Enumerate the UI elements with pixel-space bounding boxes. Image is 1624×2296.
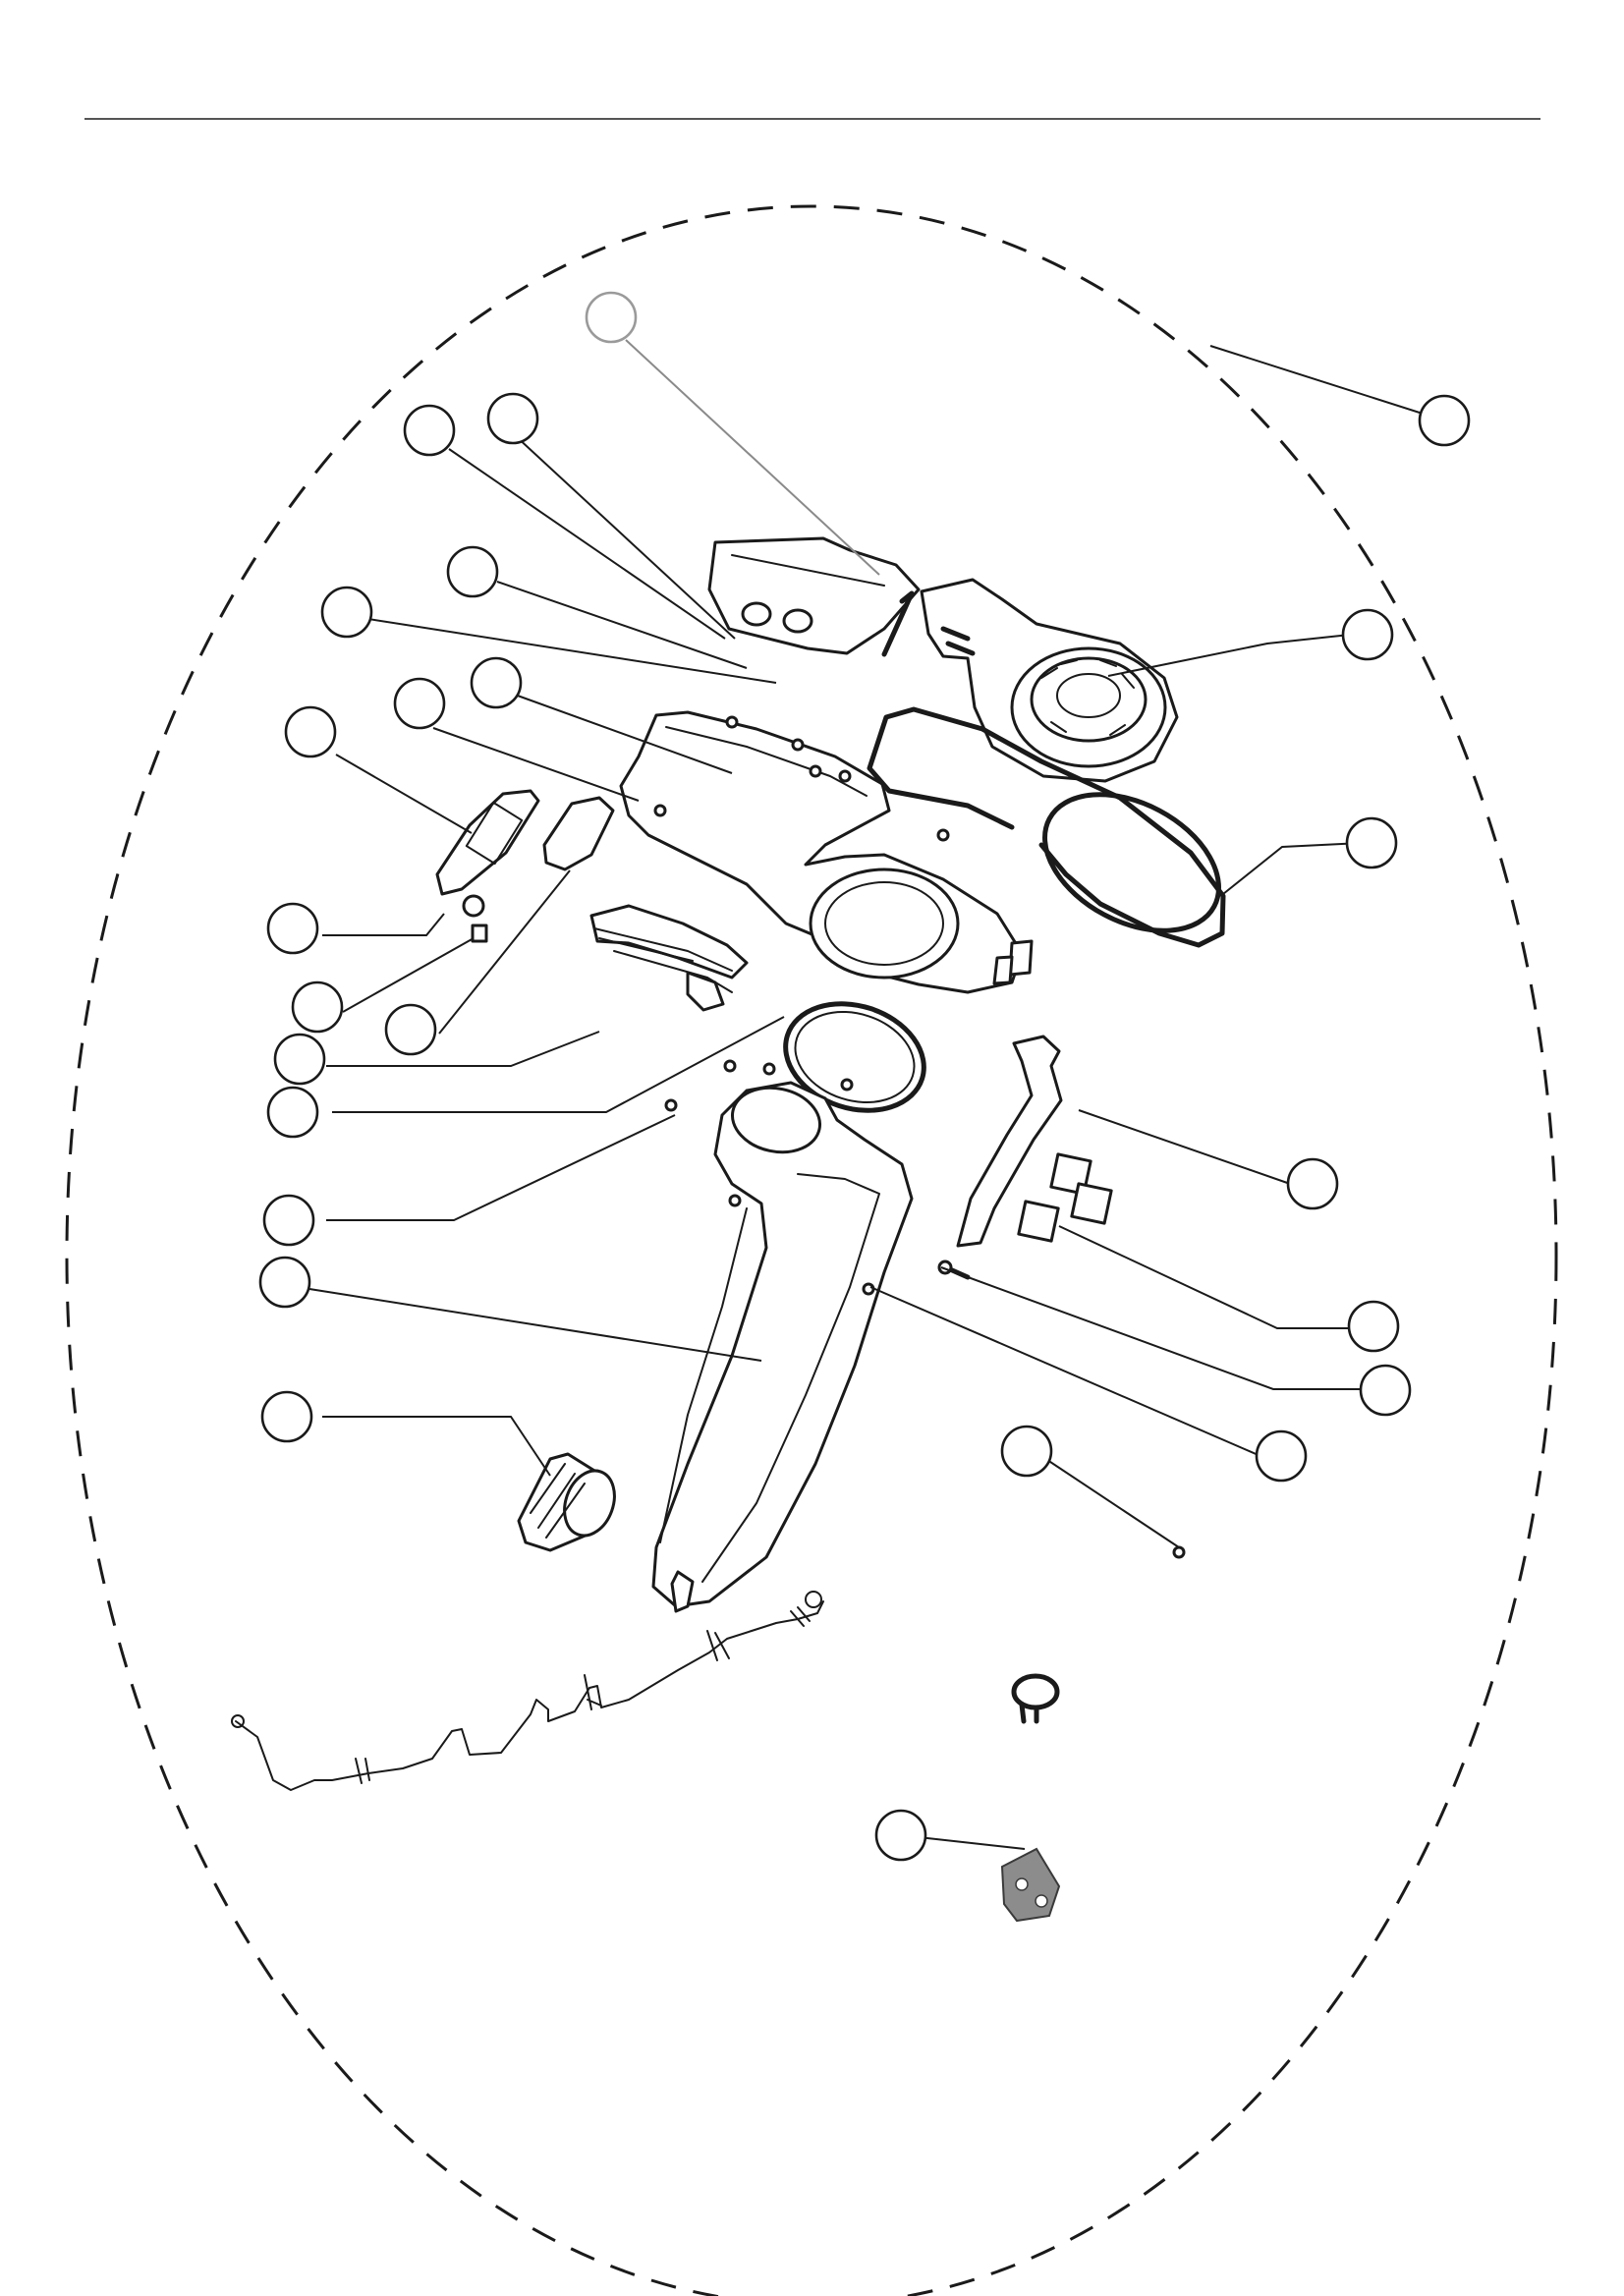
callout-18 [258, 1256, 311, 1309]
condenser-duct-channel [651, 1081, 914, 1613]
callout-12 [266, 902, 319, 955]
control-knob-housing [435, 789, 540, 896]
callout-23 [260, 1390, 313, 1443]
callout-8 [470, 656, 523, 709]
leader-lines [308, 339, 1445, 1850]
callout-7 [1341, 608, 1394, 661]
callout-5 [446, 545, 499, 598]
callout-1 [585, 291, 638, 344]
callout-15 [273, 1033, 326, 1086]
hose-pipe [956, 1035, 1063, 1248]
callout-3 [403, 404, 456, 457]
knob-cap [471, 924, 488, 943]
main-air-duct-housing [619, 710, 1034, 994]
callout-14 [384, 1003, 437, 1056]
callout-16 [266, 1086, 319, 1139]
callout-2 [1418, 394, 1471, 447]
duct-gasket-ring [1042, 792, 1221, 933]
upper-air-duct [707, 536, 921, 657]
callout-21 [1359, 1364, 1412, 1417]
callout-19 [1286, 1157, 1339, 1210]
callout-10 [1345, 816, 1398, 869]
callout-22 [1255, 1429, 1308, 1483]
bellows-connector [517, 1452, 616, 1552]
mounting-bracket [1000, 1847, 1061, 1923]
callout-9 [393, 677, 446, 730]
wire-harness [231, 1591, 824, 1791]
screws [653, 715, 1186, 1559]
callout-25 [874, 1809, 927, 1862]
callout-20 [1347, 1300, 1400, 1353]
knob-cover [542, 796, 615, 871]
callout-11 [284, 705, 337, 758]
callout-24 [1000, 1425, 1053, 1478]
fan-seal-ring [783, 1001, 926, 1113]
label-pads [1017, 1152, 1113, 1243]
callout-17 [262, 1194, 315, 1247]
callout-4 [486, 392, 539, 445]
callout-6 [320, 586, 373, 639]
callout-13 [291, 980, 344, 1034]
small-knob [462, 894, 485, 918]
heater-element [589, 904, 749, 1012]
assembly-boundary [65, 204, 1558, 2296]
hose-clamp [1011, 1673, 1060, 1724]
fan-housing-with-motor [920, 578, 1179, 783]
